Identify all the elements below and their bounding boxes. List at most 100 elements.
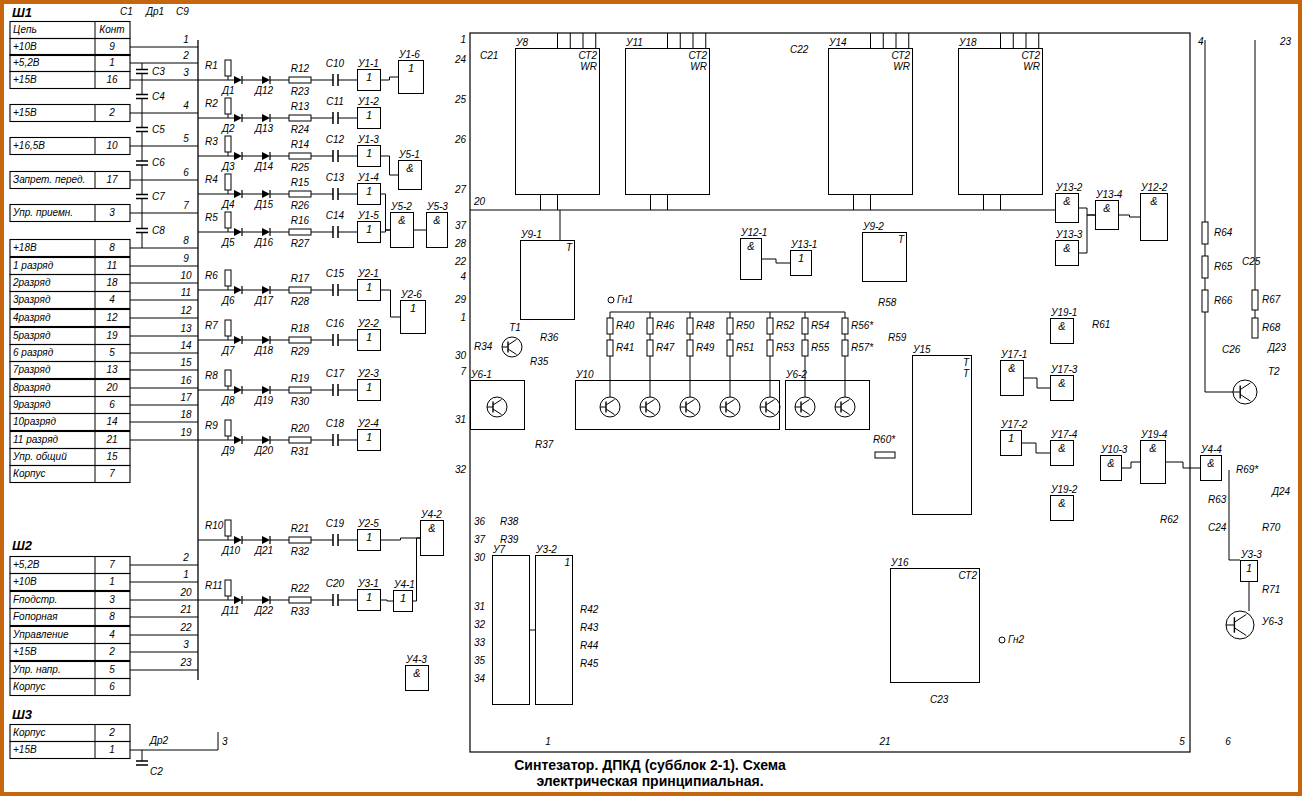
function-marks: 1 [1246,563,1252,574]
designator: 6 [1225,736,1231,748]
designator: 7 [183,200,189,212]
table-cell: 1 разряд [13,260,53,272]
wire [270,194,289,195]
function-mark: & [1058,378,1065,389]
function-mark: 1 [366,72,372,83]
transistor-symbol [1240,394,1250,401]
logic-gate: У2-61 [400,300,426,334]
pin-wire [560,210,561,240]
table-divider [95,592,96,609]
connector-table-row [10,362,130,379]
part-ref: У4-2 [421,509,442,521]
transistor-symbol [600,397,620,417]
table-cell: 3разряд [13,294,50,306]
wire [311,156,333,157]
connector-table-row [10,328,130,345]
pin-wire [870,33,871,48]
wire [130,422,198,423]
pin-wire [983,195,984,210]
designator: 5 [1179,736,1185,748]
designator: С25 [1242,256,1260,268]
designator: 2 [183,552,189,564]
function-mark: & [1063,196,1070,207]
wire [845,356,846,397]
wire [130,300,198,301]
table-divider [95,72,96,89]
wire [198,80,234,81]
designator: R66 [1214,295,1232,307]
function-marks: 1 [366,532,372,543]
pin-wire [883,33,884,48]
function-marks: 1 [366,282,372,293]
part-ref: У1-4 [358,172,379,184]
chip-box: У14СТ2WR [828,48,913,195]
capacitor-symbol [142,213,143,229]
wire [311,540,333,541]
connector-table-row [10,138,130,155]
designator: 35 [474,655,485,667]
part-ref: У2-6 [401,289,422,301]
designator: R9 [205,420,218,432]
designator: R51 [736,342,754,354]
wire [198,390,234,391]
transistor-symbol [720,407,726,408]
designator: Д3 [222,161,235,173]
resistor-symbol [289,229,311,235]
designator: R27 [291,238,309,250]
wire [770,356,771,397]
wire [338,340,357,341]
designator: Д16 [255,237,273,249]
function-marks: & [413,668,420,679]
designator: 9 [183,253,189,265]
logic-gate: У2-41 [357,429,381,451]
function-marks: 1 [366,110,372,121]
designator: R48 [696,320,714,332]
connector-table-row [10,432,130,449]
signal-wire [381,538,420,540]
resistor-symbol [225,136,231,152]
function-mark: WR [891,61,910,72]
function-marks: 1 [366,382,372,393]
designator: R35 [530,356,548,368]
designator: Д5 [222,237,235,249]
wire [242,540,262,541]
designator: С13 [326,172,344,184]
diode-symbol [262,190,270,198]
wire [130,47,198,48]
resistor-symbol [225,212,231,228]
wire [650,356,651,397]
function-marks: 1 [366,432,372,443]
wire [338,232,357,233]
designator: R18 [291,323,309,335]
chip-box: У9-1Т [520,240,575,320]
transistor-symbol [1240,383,1250,390]
connector-table-row [10,644,130,661]
signal-wire [413,538,420,601]
signal-wire [381,194,390,230]
designator: 20 [180,587,191,599]
wire [242,194,262,195]
resistor-symbol [767,340,773,356]
part-ref: У2-3 [358,368,379,380]
wire [650,334,651,340]
diode-symbol [262,536,270,544]
connector-table-row [10,22,130,39]
connector-table-row [10,258,130,275]
function-marks: & [428,523,435,534]
connector-name: Ш2 [12,538,32,553]
signal-wire [1119,215,1140,217]
table-cell: 4 [109,629,115,641]
logic-gate: У17-3& [1050,375,1074,401]
designator: R12 [291,63,309,75]
function-mark: & [1207,458,1214,469]
table-divider [95,662,96,679]
table-cell: 19 [106,330,117,342]
pin-wire [557,33,558,48]
table-cell: 20 [106,382,117,394]
function-marks: 1 [366,224,372,235]
diode-symbol [262,228,270,236]
part-ref: У13-4 [1096,189,1122,201]
wire [228,286,229,290]
chip-box: У18СТ2WR [958,48,1043,195]
table-cell: 5 [109,347,115,359]
